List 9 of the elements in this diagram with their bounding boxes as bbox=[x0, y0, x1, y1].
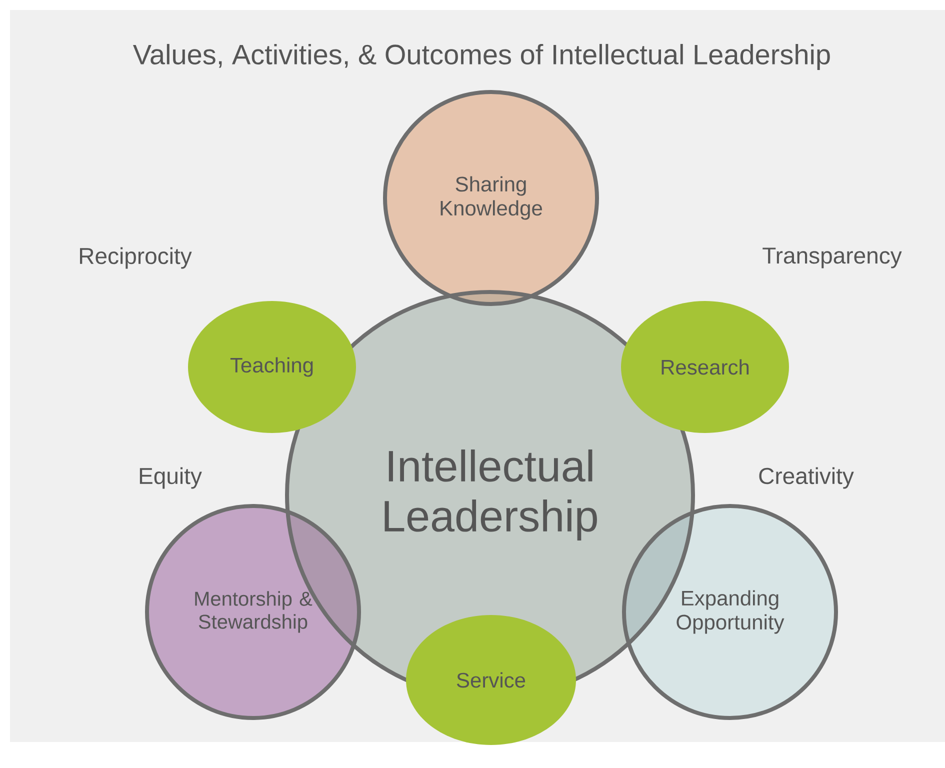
title: Values, Activities, & Outcomes of Intellectual Leadership bbox=[133, 44, 830, 70]
value-label: Creativity bbox=[759, 467, 854, 489]
oval: Research bbox=[621, 300, 789, 433]
node-label: Sharing Knowledge bbox=[440, 176, 542, 220]
value-label: Equity bbox=[140, 467, 202, 489]
oval: Teaching bbox=[188, 300, 356, 433]
value-label: Reciprocity bbox=[80, 247, 192, 269]
oval: Service bbox=[406, 614, 576, 745]
value-label: Transparency bbox=[762, 248, 902, 268]
